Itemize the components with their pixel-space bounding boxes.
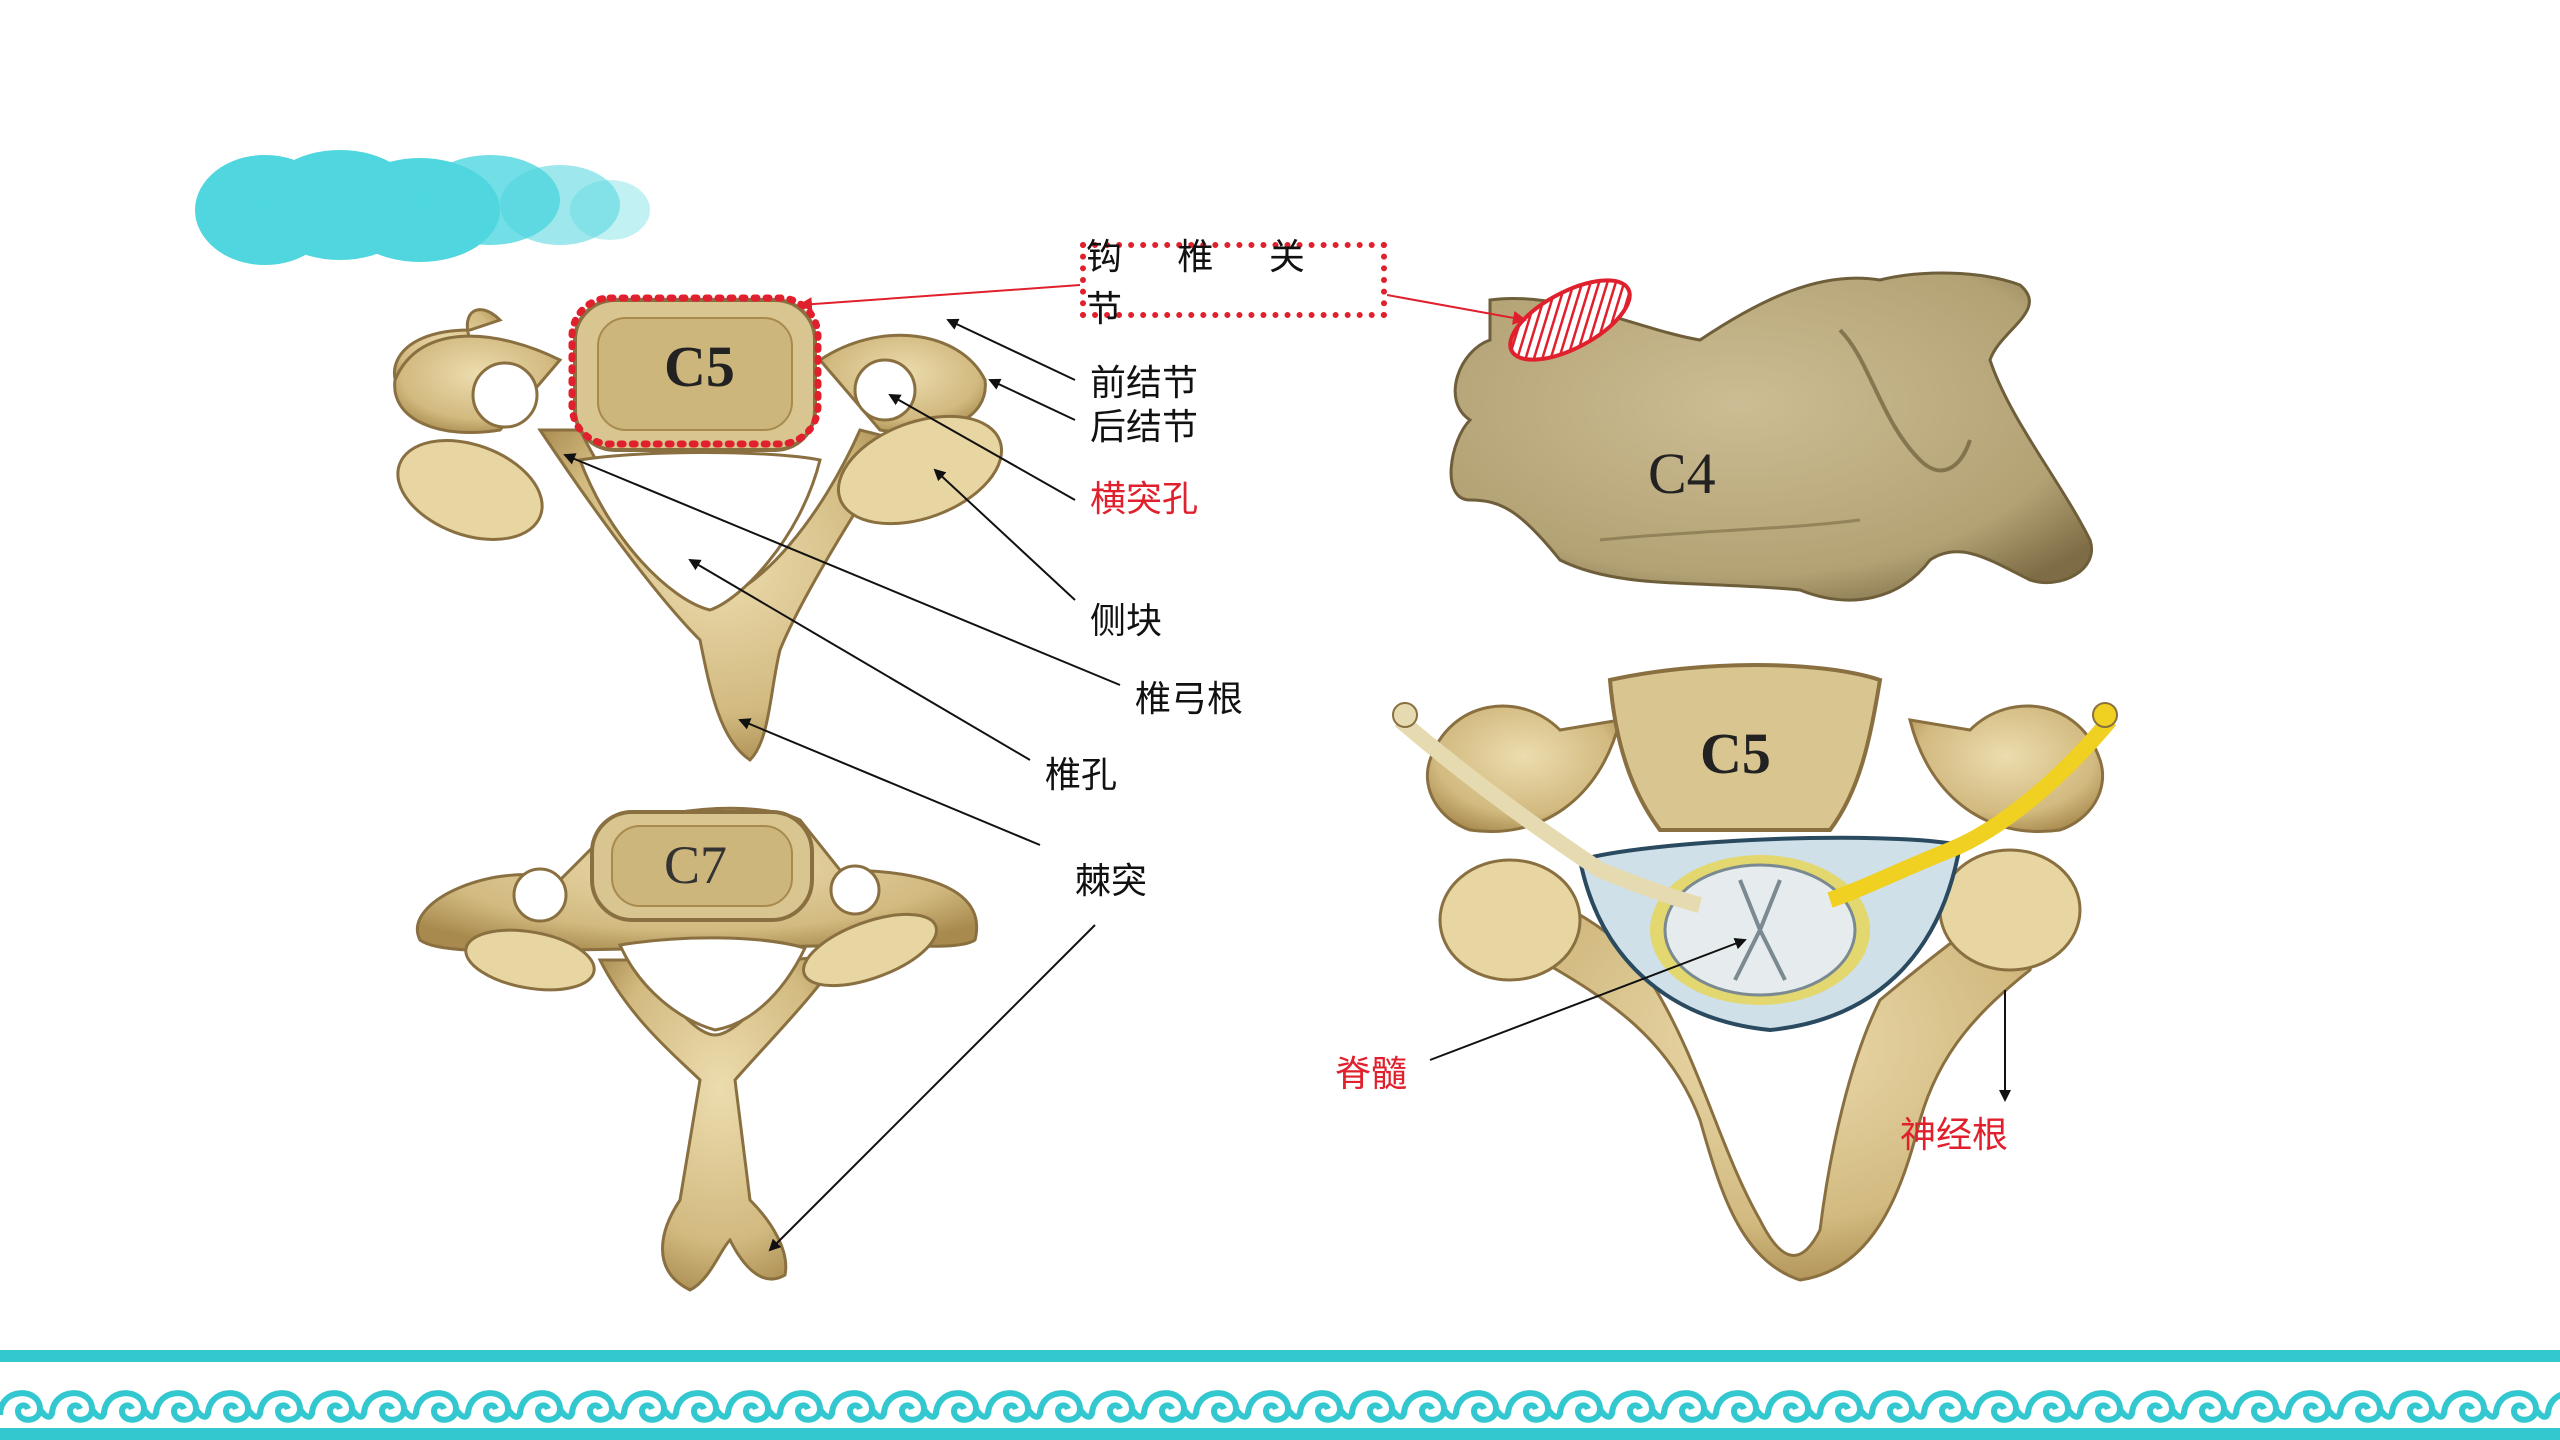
c5-top-label: C5 — [664, 334, 735, 399]
leader-vertebral-foramen — [688, 558, 1031, 761]
c4-vertebra-lateral — [1449, 271, 2094, 602]
leader-transverse-foramen — [888, 394, 1076, 501]
c7-vertebra-superior — [416, 806, 979, 1292]
vertebral-foramen-label: 椎孔 — [1045, 755, 1118, 796]
leader-posterior-tubercle — [988, 378, 1076, 421]
spinal-cord-label: 脊髓 — [1335, 1054, 1408, 1095]
c5-vertebra-superior — [393, 294, 1004, 762]
c7-label: C7 — [664, 835, 728, 895]
leader-joint-c5 — [798, 284, 1081, 312]
leader-joint-c4 — [1386, 294, 1527, 325]
pedicle-label: 椎弓根 — [1135, 679, 1244, 720]
leader-anterior-tubercle — [946, 318, 1076, 381]
spinous-process-label: 棘突 — [1075, 861, 1148, 902]
uncovertebral-joint-label: 钩 椎 关 节 — [1080, 237, 1387, 330]
c4-label: C4 — [1648, 441, 1716, 506]
leader-spinous-process-c7 — [768, 924, 1096, 1252]
c5-section-label: C5 — [1700, 721, 1771, 786]
leader-lateral-mass — [933, 468, 1076, 601]
nerve-root-label: 神经根 — [1900, 1115, 2009, 1156]
teal-brush-decoration — [195, 150, 650, 265]
lateral-mass-label: 侧块 — [1090, 601, 1163, 642]
leader-spinal-cord — [1429, 937, 1747, 1061]
posterior-tubercle-label: 后结节 — [1090, 407, 1199, 448]
leader-pedicle — [563, 453, 1121, 686]
transverse-foramen-label: 横突孔 — [1090, 479, 1199, 520]
decorative-border — [0, 1350, 2560, 1440]
leader-lines — [563, 284, 2011, 1252]
anterior-tubercle-label: 前结节 — [1090, 363, 1199, 404]
leader-spinous-process-c5 — [738, 718, 1041, 846]
